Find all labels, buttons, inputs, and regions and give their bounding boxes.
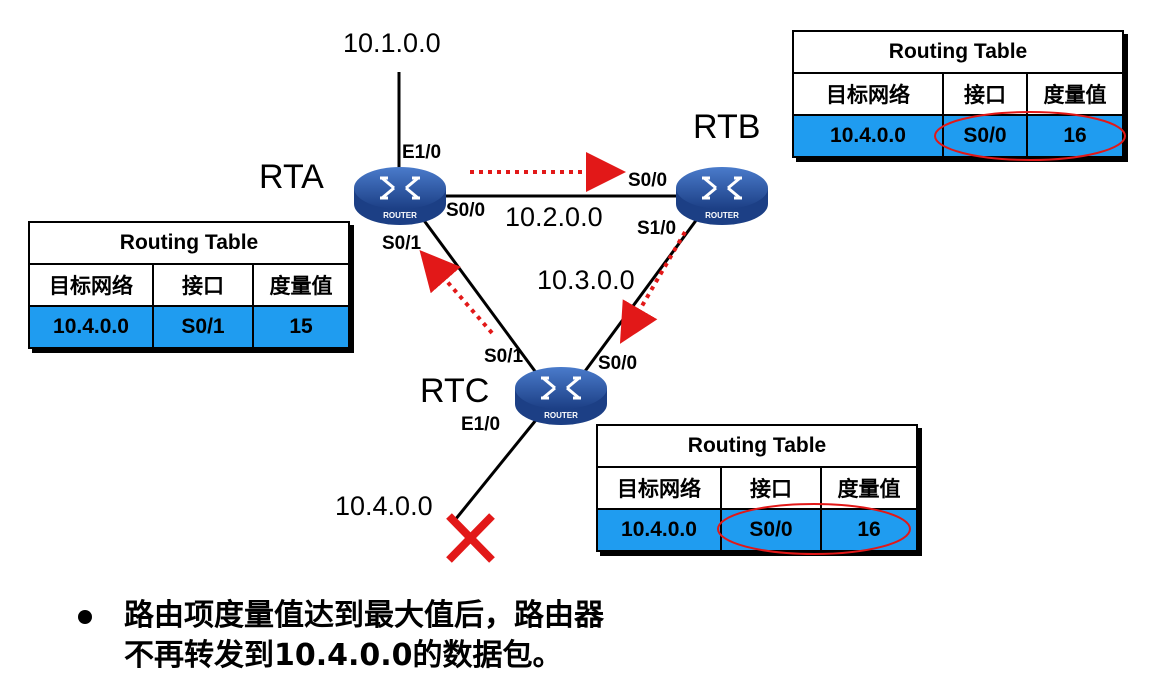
iface-rta-s01: S0/1 bbox=[382, 233, 422, 254]
network-label-bottom: 10.4.0.0 bbox=[335, 491, 433, 521]
col-header-destination: 目标网络 bbox=[792, 72, 944, 116]
cell-metric: 16 bbox=[1026, 114, 1124, 158]
bullet-line-2: 不再转发到10.4.0.0的数据包。 bbox=[124, 638, 563, 673]
cell-interface: S0/0 bbox=[942, 114, 1028, 158]
col-header-metric: 度量值 bbox=[1026, 72, 1124, 116]
link-rtc-bottom bbox=[453, 414, 542, 521]
router-rtc-icon: ROUTER bbox=[515, 367, 607, 425]
network-label-bc: 10.3.0.0 bbox=[537, 265, 635, 295]
router-rta-badge: ROUTER bbox=[383, 211, 417, 220]
update-arrow-rtc-rta bbox=[419, 249, 494, 335]
routing-table-rtb: Routing Table 目标网络 接口 度量值 10.4.0.0 S0/0 … bbox=[792, 30, 1124, 158]
table-title: Routing Table bbox=[792, 30, 1124, 74]
cell-destination: 10.4.0.0 bbox=[792, 114, 944, 158]
network-label-top: 10.1.0.0 bbox=[343, 28, 441, 58]
bullet-line-1: 路由项度量值达到最大值后，路由器 bbox=[124, 598, 604, 633]
col-header-interface: 接口 bbox=[720, 466, 822, 510]
bullet-dot-icon bbox=[78, 610, 92, 624]
iface-rtc-s01: S0/1 bbox=[484, 346, 524, 367]
link-rta-rtc bbox=[418, 214, 542, 379]
col-header-metric: 度量值 bbox=[252, 263, 350, 307]
col-header-interface: 接口 bbox=[942, 72, 1028, 116]
routing-table-rta: Routing Table 目标网络 接口 度量值 10.4.0.0 S0/1 … bbox=[28, 221, 350, 349]
iface-rta-e10: E1/0 bbox=[402, 142, 441, 163]
cell-metric: 16 bbox=[820, 508, 918, 552]
routing-table-rtc: Routing Table 目标网络 接口 度量值 10.4.0.0 S0/0 … bbox=[596, 424, 918, 552]
iface-rtc-e10: E1/0 bbox=[461, 414, 500, 435]
col-header-destination: 目标网络 bbox=[28, 263, 154, 307]
iface-rtb-s00: S0/0 bbox=[628, 170, 667, 191]
cell-destination: 10.4.0.0 bbox=[28, 305, 154, 349]
router-rta-icon: ROUTER bbox=[354, 167, 446, 225]
col-header-destination: 目标网络 bbox=[596, 466, 722, 510]
network-label-ab: 10.2.0.0 bbox=[505, 202, 603, 232]
router-rtb-icon: ROUTER bbox=[676, 167, 768, 225]
router-rta-label: RTA bbox=[259, 158, 324, 196]
col-header-metric: 度量值 bbox=[820, 466, 918, 510]
router-rtc-label: RTC bbox=[420, 372, 489, 410]
router-rtb-label: RTB bbox=[693, 108, 760, 146]
iface-rtb-s10: S1/0 bbox=[637, 218, 676, 239]
table-title: Routing Table bbox=[596, 424, 918, 468]
iface-rta-s00: S0/0 bbox=[446, 200, 485, 221]
cell-interface: S0/1 bbox=[152, 305, 254, 349]
update-arrow-rtb-rtc bbox=[619, 230, 687, 344]
router-rtc-badge: ROUTER bbox=[544, 411, 578, 420]
table-title: Routing Table bbox=[28, 221, 350, 265]
cell-metric: 15 bbox=[252, 305, 350, 349]
router-rtb-badge: ROUTER bbox=[705, 211, 739, 220]
iface-rtc-s00: S0/0 bbox=[598, 353, 637, 374]
cell-destination: 10.4.0.0 bbox=[596, 508, 722, 552]
cell-interface: S0/0 bbox=[720, 508, 822, 552]
col-header-interface: 接口 bbox=[152, 263, 254, 307]
link-down-cross-icon bbox=[446, 513, 495, 563]
